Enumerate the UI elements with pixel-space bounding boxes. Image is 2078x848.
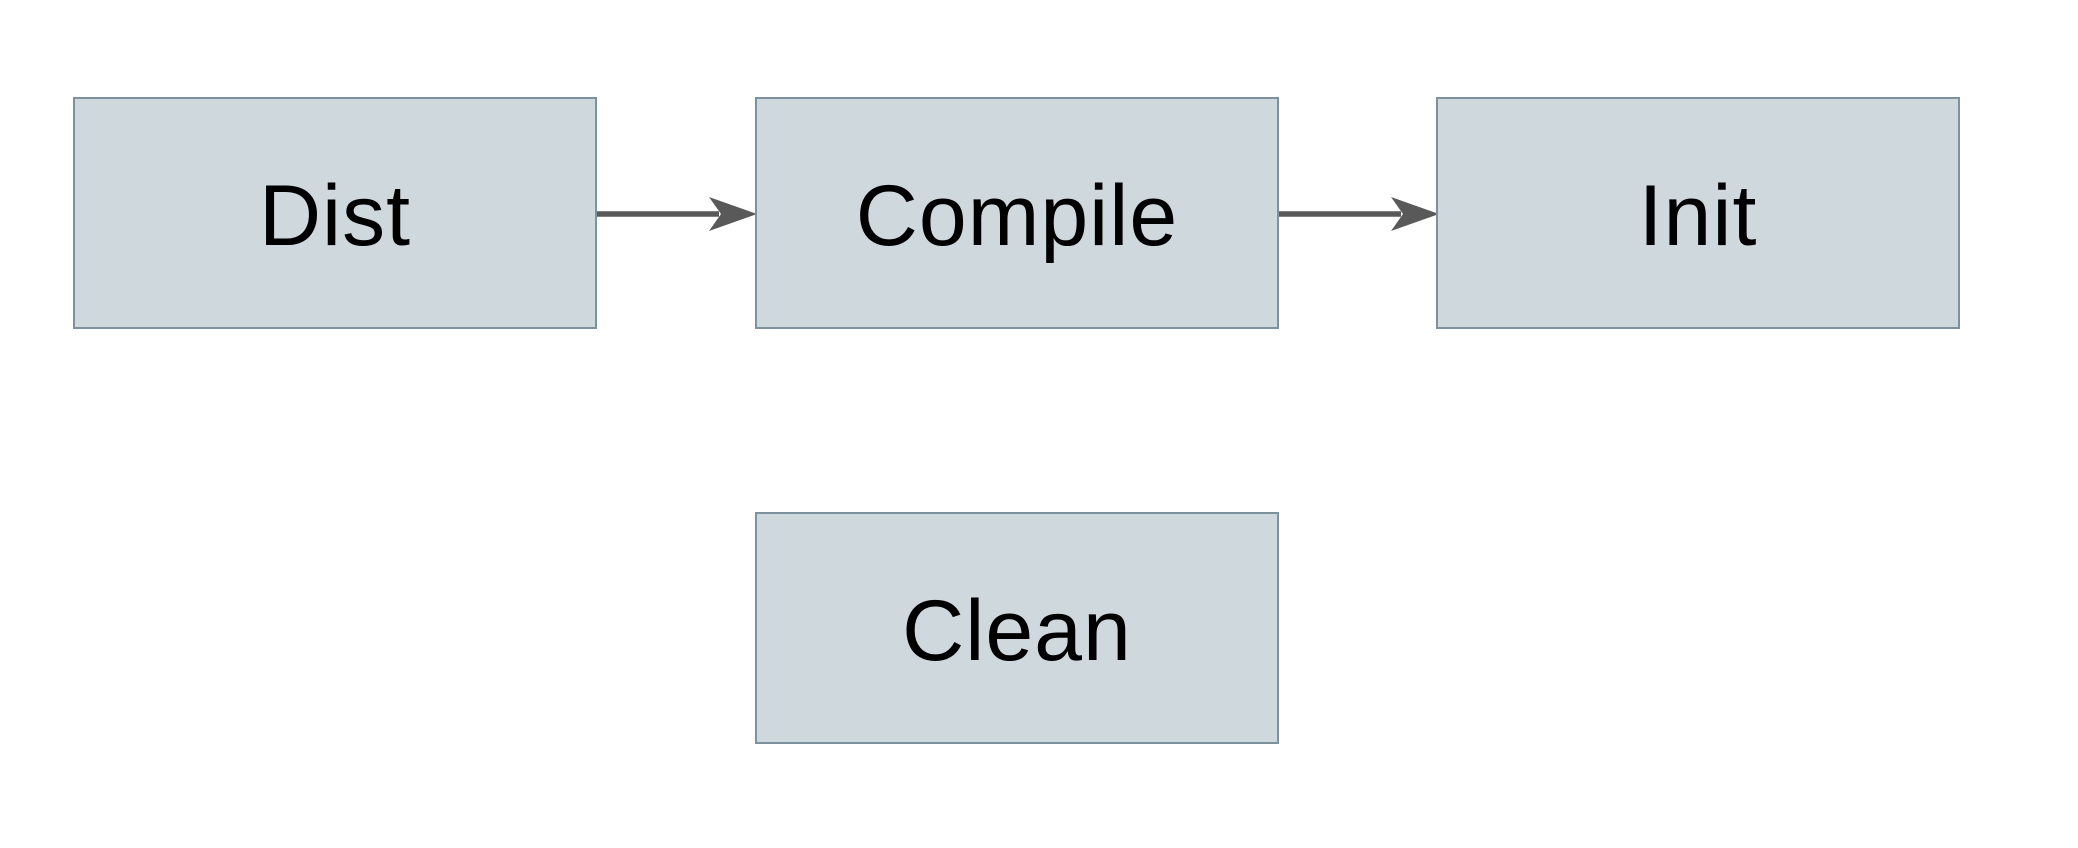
node-clean-label: Clean [902,583,1132,679]
node-dist-label: Dist [258,168,412,264]
arrow-compile-to-init-icon [1279,197,1439,231]
arrow-dist-to-compile-icon [597,197,757,231]
node-dist: Dist [73,97,597,329]
node-compile-label: Compile [855,168,1179,264]
node-compile: Compile [755,97,1279,329]
node-init-label: Init [1638,168,1758,264]
node-clean: Clean [755,512,1279,744]
node-init: Init [1436,97,1960,329]
